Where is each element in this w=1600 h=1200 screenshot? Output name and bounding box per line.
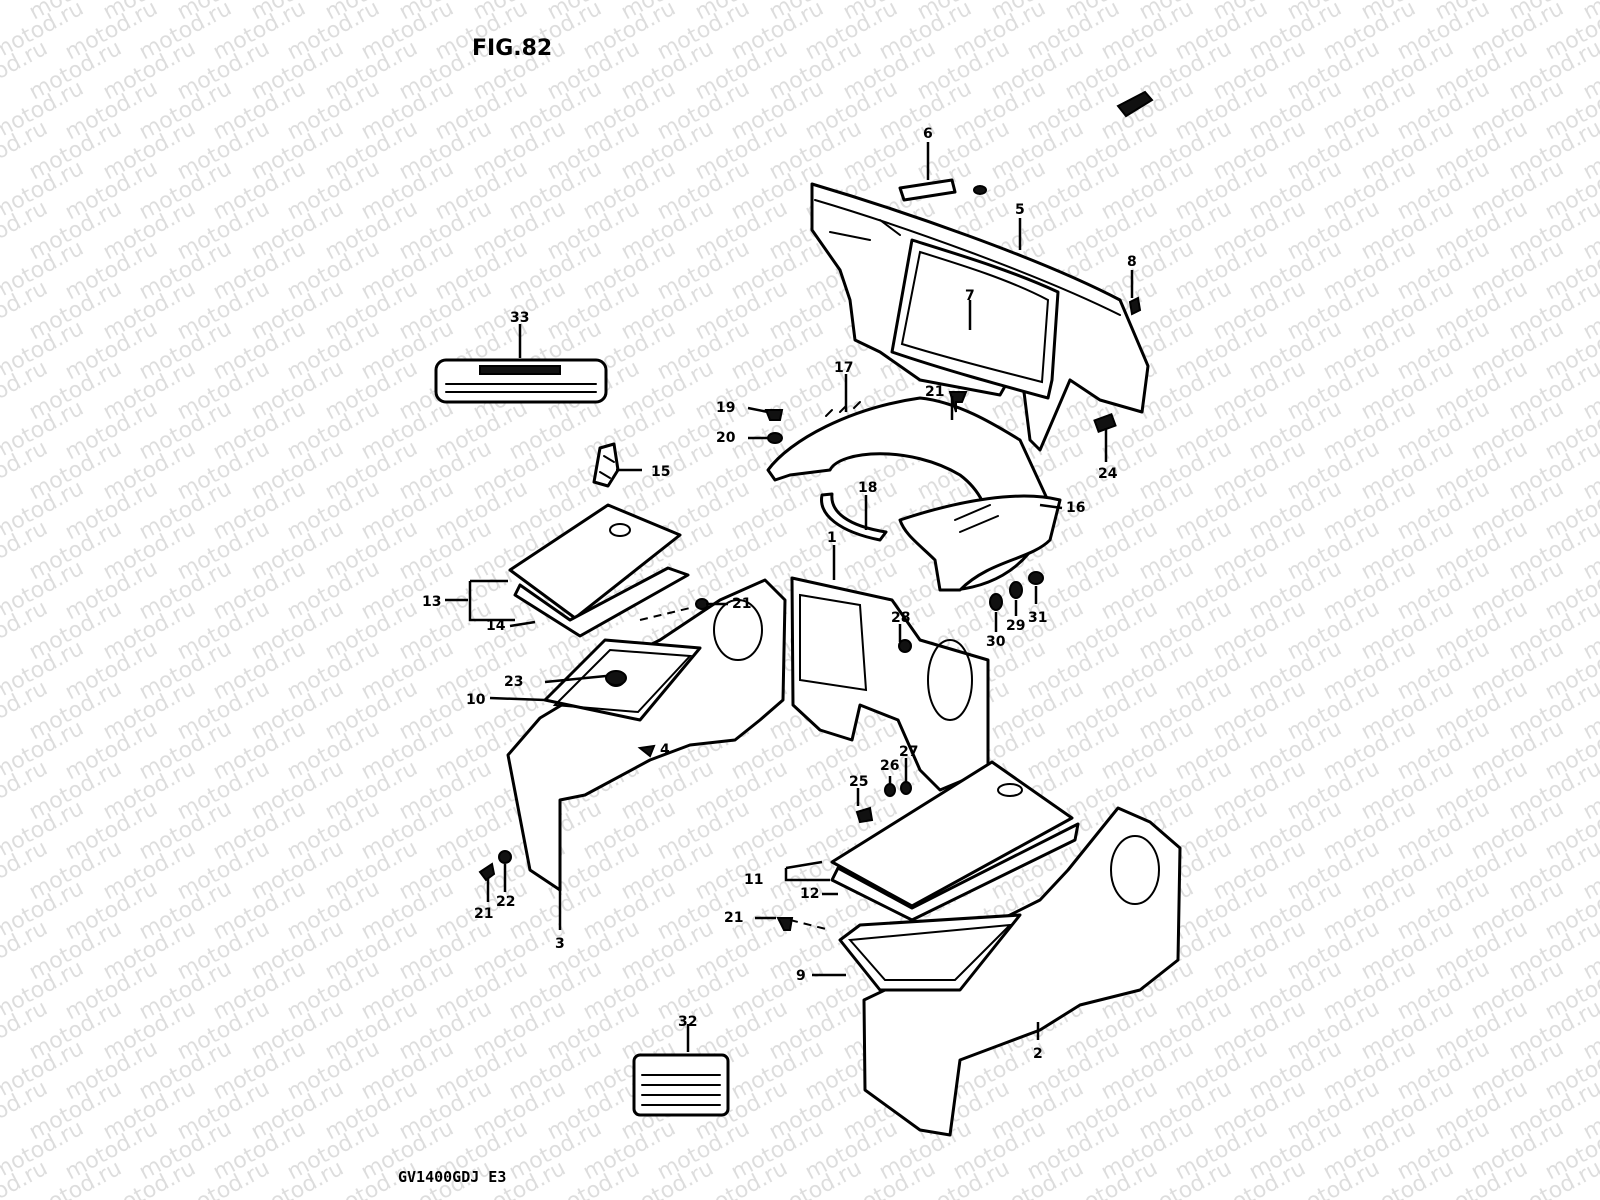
fastener-group [478,391,1044,931]
callout-3: 3 [555,936,565,952]
callout-4: 4 [660,742,670,758]
callout-25: 25 [849,774,868,790]
callout-14: 14 [486,618,506,634]
part-26-washer [884,783,896,797]
part-23-grommet [605,670,627,686]
part-21-screw-left [478,862,496,882]
callout-5: 5 [1015,202,1025,218]
callout-18: 18 [858,480,877,496]
callout-8: 8 [1127,254,1137,270]
callout-21-low: 21 [724,910,743,926]
part-22-washer [498,850,512,864]
leader-lines [445,142,1134,1052]
callout-1: 1 [827,530,837,546]
callout-28: 28 [891,610,910,626]
part-13-lid-assembly [508,503,690,638]
part-27-washer [900,781,912,795]
part-1-inner-panel [790,576,990,792]
part-15-latch [592,442,620,488]
part-25-screw [855,806,874,824]
callout-33: 33 [510,310,529,326]
part-33-emblem [434,358,608,404]
callout-26: 26 [880,758,899,774]
callout-20: 20 [716,430,736,446]
callout-24: 24 [1098,466,1118,482]
small-bracket-piece [1116,90,1154,118]
part-18-seal-strip [820,492,888,542]
part-7-meter-lens [890,238,1060,400]
part-28-screw [898,639,912,653]
callout-11: 11 [744,872,763,888]
callout-7: 7 [965,288,975,304]
part-8-screw [1128,296,1142,316]
callout-22: 22 [496,894,515,910]
callout-32: 32 [678,1014,697,1030]
part-4-screw [637,744,656,758]
callout-21-mid: 21 [732,596,751,612]
model-code: GV1400GDJ E3 [398,1168,506,1186]
callout-31: 31 [1028,610,1047,626]
callout-27: 27 [899,744,918,760]
part-32-label [632,1053,730,1117]
callout-9: 9 [796,968,806,984]
callout-23: 23 [504,674,523,690]
callout-16: 16 [1066,500,1085,516]
part-31-screw [1028,571,1044,585]
callout-12: 12 [800,886,819,902]
callout-15: 15 [651,464,670,480]
callout-19: 19 [716,400,735,416]
part-30-grommet [989,593,1003,611]
part-20-nut [767,432,783,444]
part-6-clip [898,178,987,202]
figure-title: FIG.82 [472,36,552,61]
callout-30: 30 [986,634,1006,650]
callout-29: 29 [1006,618,1025,634]
callout-labels: 1 2 3 4 5 6 7 8 9 10 11 12 13 14 15 16 1… [422,126,1137,1062]
callout-2: 2 [1033,1046,1043,1062]
part-29-grommet [1009,581,1023,599]
callout-10: 10 [466,692,486,708]
part-19-screw [764,409,784,421]
callout-13: 13 [422,594,441,610]
callout-6: 6 [923,126,933,142]
part-21-screw-top [948,391,968,413]
part-2-right-pocket [838,806,1182,1137]
part-16-outer-cover [898,494,1062,592]
callout-17: 17 [834,360,853,376]
part-21-screw-low [776,917,794,931]
callout-21-top: 21 [925,384,944,400]
callout-21-left: 21 [474,906,493,922]
part-11-right-lid [830,760,1080,922]
